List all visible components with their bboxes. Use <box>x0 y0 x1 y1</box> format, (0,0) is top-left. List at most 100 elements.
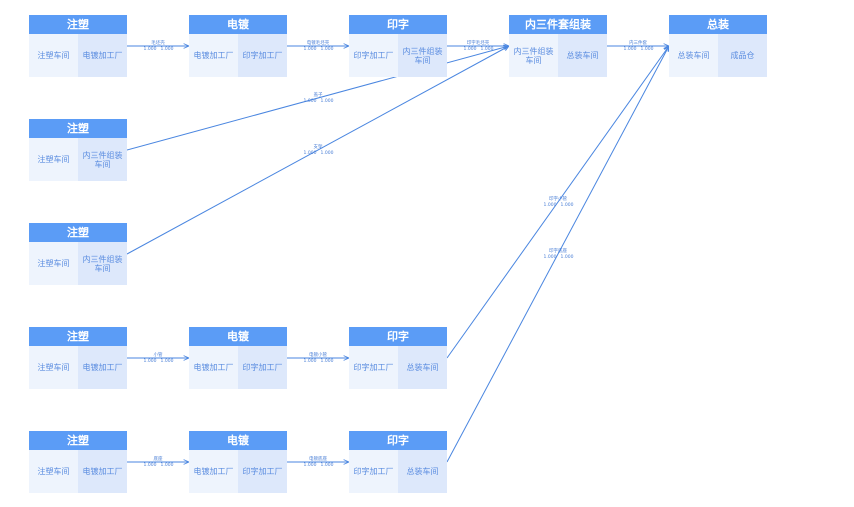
process-node-source: 注塑车间 <box>29 34 78 77</box>
process-node-target: 总装车间 <box>558 34 607 77</box>
process-node-target: 总装车间 <box>398 346 447 389</box>
process-node[interactable]: 注塑注塑车间内三件组装车间 <box>29 119 127 181</box>
flow-edge-qty-in: 1.000 <box>144 46 157 52</box>
flow-edge-label: 印字底座 <box>549 247 567 254</box>
flow-edge-label: 电镀底座 <box>309 455 327 462</box>
process-node-title: 内三件套组装 <box>509 15 607 34</box>
process-node-source: 注塑车间 <box>29 138 78 181</box>
process-node-title: 总装 <box>669 15 767 34</box>
flow-edge[interactable] <box>446 46 669 463</box>
process-node-source: 印字加工厂 <box>349 346 398 389</box>
process-node-title: 电镀 <box>189 431 287 450</box>
process-node-target: 印字加工厂 <box>238 34 287 77</box>
process-node[interactable]: 电镀电镀加工厂印字加工厂 <box>189 15 287 77</box>
process-node[interactable]: 印字印字加工厂总装车间 <box>349 327 447 389</box>
process-node-title: 印字 <box>349 327 447 346</box>
process-node[interactable]: 印字印字加工厂总装车间 <box>349 431 447 493</box>
flow-edge-label: 支架 <box>314 143 323 150</box>
process-node-source: 印字加工厂 <box>349 450 398 493</box>
process-node-body: 电镀加工厂印字加工厂 <box>189 34 287 77</box>
flow-edge-qty-in: 1.000 <box>464 46 477 52</box>
process-node-body: 注塑车间电镀加工厂 <box>29 346 127 389</box>
process-node-body: 电镀加工厂印字加工厂 <box>189 450 287 493</box>
flow-edge-label: 内三件套 <box>629 39 647 46</box>
process-node[interactable]: 印字印字加工厂内三件组装车间 <box>349 15 447 77</box>
flow-edge-qty-out: 1.000 <box>161 358 174 364</box>
flow-edge-qty-in: 1.000 <box>624 46 637 52</box>
process-node-target: 印字加工厂 <box>238 450 287 493</box>
flow-edge[interactable] <box>446 46 669 359</box>
process-node-title: 电镀 <box>189 327 287 346</box>
flow-edge-qty-out: 1.000 <box>321 98 334 104</box>
process-node-target: 成品仓 <box>718 34 767 77</box>
flow-edge-qty-out: 1.000 <box>321 358 334 364</box>
process-node-body: 总装车间成品仓 <box>669 34 767 77</box>
process-node-target: 电镀加工厂 <box>78 450 127 493</box>
process-node-source: 电镀加工厂 <box>189 34 238 77</box>
flow-edge-qty-in: 1.000 <box>304 358 317 364</box>
process-node-title: 印字 <box>349 431 447 450</box>
process-node-title: 注塑 <box>29 431 127 450</box>
process-node[interactable]: 注塑注塑车间内三件组装车间 <box>29 223 127 285</box>
flow-edge-qty-in: 1.000 <box>144 462 157 468</box>
flow-edge[interactable] <box>126 46 509 255</box>
process-node-source: 电镀加工厂 <box>189 450 238 493</box>
flow-edge-label: 印字毛坯壳 <box>467 39 490 46</box>
flow-edge-qty-out: 1.000 <box>161 462 174 468</box>
process-node[interactable]: 内三件套组装内三件组装车间总装车间 <box>509 15 607 77</box>
flow-edge[interactable] <box>126 46 509 151</box>
process-node-target: 内三件组装车间 <box>398 34 447 77</box>
flow-edge-qty-out: 1.000 <box>321 150 334 156</box>
flow-edge-qty-in: 1.000 <box>544 254 557 260</box>
flow-edge-label: 底座 <box>154 455 163 462</box>
process-node-source: 电镀加工厂 <box>189 346 238 389</box>
process-node[interactable]: 注塑注塑车间电镀加工厂 <box>29 431 127 493</box>
process-node-source: 注塑车间 <box>29 450 78 493</box>
process-node-body: 注塑车间内三件组装车间 <box>29 138 127 181</box>
flow-edge-qty-in: 1.000 <box>304 98 317 104</box>
process-node-source: 注塑车间 <box>29 346 78 389</box>
process-node[interactable]: 总装总装车间成品仓 <box>669 15 767 77</box>
flow-edge-qty-in: 1.000 <box>304 150 317 156</box>
process-node-body: 注塑车间电镀加工厂 <box>29 34 127 77</box>
process-node-target: 总装车间 <box>398 450 447 493</box>
process-node[interactable]: 注塑注塑车间电镀加工厂 <box>29 15 127 77</box>
flow-edge-qty-out: 1.000 <box>641 46 654 52</box>
flow-edge-qty-in: 1.000 <box>304 462 317 468</box>
process-node-body: 注塑车间电镀加工厂 <box>29 450 127 493</box>
process-node-target: 印字加工厂 <box>238 346 287 389</box>
process-node-title: 注塑 <box>29 119 127 138</box>
process-node-target: 内三件组装车间 <box>78 242 127 285</box>
process-node[interactable]: 电镀电镀加工厂印字加工厂 <box>189 327 287 389</box>
process-node[interactable]: 注塑注塑车间电镀加工厂 <box>29 327 127 389</box>
process-node-target: 电镀加工厂 <box>78 346 127 389</box>
flow-edge-qty-out: 1.000 <box>481 46 494 52</box>
process-node-source: 内三件组装车间 <box>509 34 558 77</box>
flow-edge-label: 印字小管 <box>549 195 567 202</box>
process-node-body: 内三件组装车间总装车间 <box>509 34 607 77</box>
flow-edge-qty-in: 1.000 <box>144 358 157 364</box>
flow-edge-qty-out: 1.000 <box>161 46 174 52</box>
process-node-source: 印字加工厂 <box>349 34 398 77</box>
flow-edge-label: 小管 <box>154 351 163 358</box>
flow-edge-qty-out: 1.000 <box>321 462 334 468</box>
flow-edge-qty-out: 1.000 <box>561 202 574 208</box>
process-node-target: 内三件组装车间 <box>78 138 127 181</box>
process-node-body: 注塑车间内三件组装车间 <box>29 242 127 285</box>
process-node[interactable]: 电镀电镀加工厂印字加工厂 <box>189 431 287 493</box>
flow-edge-qty-in: 1.000 <box>544 202 557 208</box>
process-node-body: 电镀加工厂印字加工厂 <box>189 346 287 389</box>
process-node-source: 注塑车间 <box>29 242 78 285</box>
process-node-body: 印字加工厂总装车间 <box>349 450 447 493</box>
process-node-body: 印字加工厂总装车间 <box>349 346 447 389</box>
flow-edge-label: 毛坯壳 <box>151 39 165 46</box>
process-node-body: 印字加工厂内三件组装车间 <box>349 34 447 77</box>
process-node-target: 电镀加工厂 <box>78 34 127 77</box>
process-node-title: 注塑 <box>29 223 127 242</box>
process-node-title: 印字 <box>349 15 447 34</box>
process-node-title: 注塑 <box>29 15 127 34</box>
flow-edge-label: 电镀毛坯壳 <box>307 39 330 46</box>
process-node-title: 电镀 <box>189 15 287 34</box>
process-node-source: 总装车间 <box>669 34 718 77</box>
